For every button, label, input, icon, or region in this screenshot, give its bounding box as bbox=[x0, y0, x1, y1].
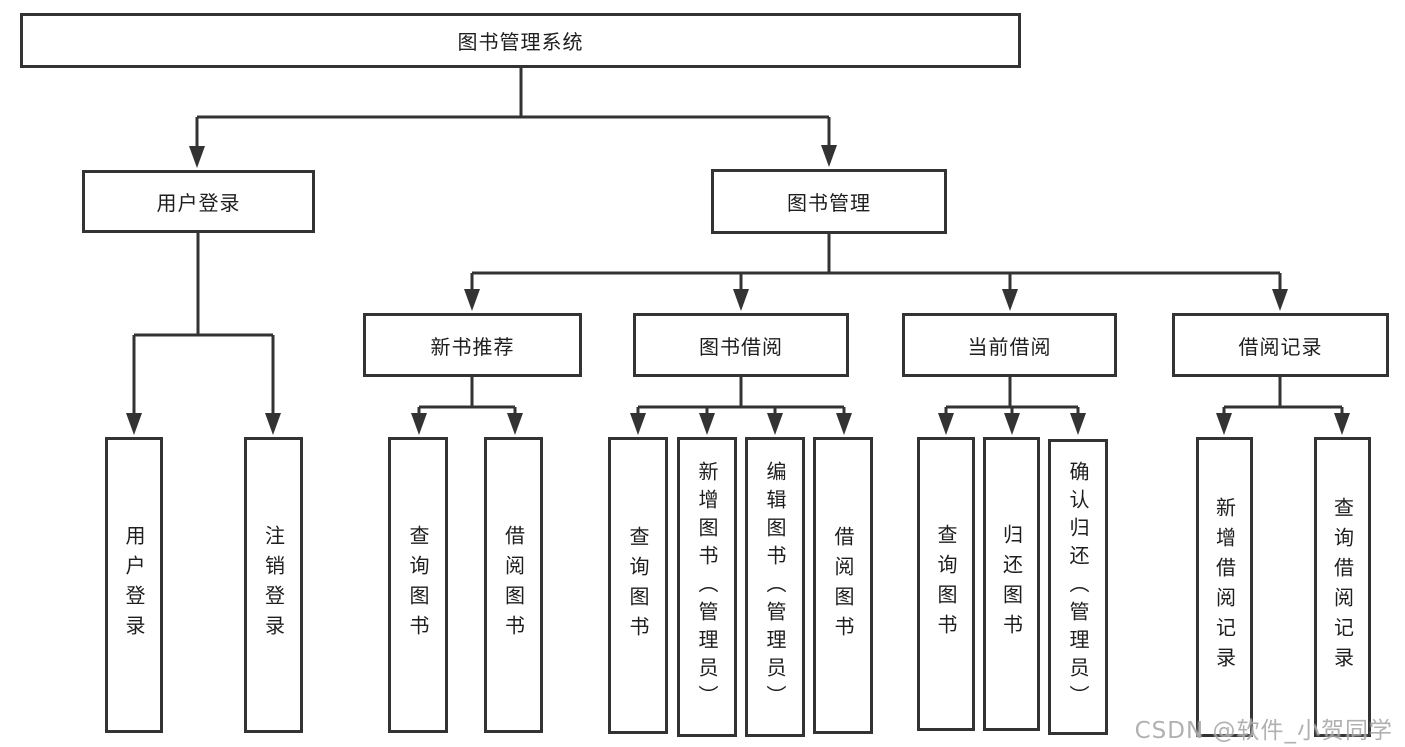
node-current-borrow: 当前借阅 bbox=[902, 313, 1117, 377]
leaf-label: 借阅图书 bbox=[831, 525, 855, 646]
node-borrow-record: 借阅记录 bbox=[1172, 313, 1389, 377]
leaf-label: 查询图书 bbox=[626, 525, 650, 646]
node-new-book-recommend: 新书推荐 bbox=[363, 313, 582, 377]
leaf-query-borrow-record: 查询借阅记录 bbox=[1314, 437, 1371, 737]
node-user-login: 用户登录 bbox=[82, 170, 315, 233]
leaf-borrow-book-a: 借阅图书 bbox=[484, 437, 543, 733]
node-root: 图书管理系统 bbox=[20, 13, 1021, 68]
csdn-watermark: CSDN @软件_小贺同学 bbox=[1134, 718, 1393, 744]
leaf-label: 归还图书 bbox=[999, 524, 1024, 644]
leaf-add-borrow-record: 新增借阅记录 bbox=[1196, 437, 1253, 737]
leaf-logout: 注销登录 bbox=[244, 437, 303, 733]
leaf-label: 新增图书（管理员） bbox=[695, 461, 719, 713]
leaf-label: 用户登录 bbox=[122, 525, 146, 645]
leaf-label: 查询图书 bbox=[406, 525, 430, 645]
leaf-confirm-return-admin: 确认归还（管理员） bbox=[1048, 439, 1108, 735]
leaf-label: 新增借阅记录 bbox=[1212, 497, 1237, 677]
leaf-label: 编辑图书（管理员） bbox=[763, 461, 787, 713]
leaf-query-book-b: 查询图书 bbox=[608, 437, 668, 734]
leaf-label: 注销登录 bbox=[261, 525, 286, 645]
leaf-return-book: 归还图书 bbox=[983, 437, 1040, 731]
leaf-edit-book-admin: 编辑图书（管理员） bbox=[745, 437, 805, 737]
leaf-query-book-c: 查询图书 bbox=[917, 437, 975, 731]
leaf-borrow-book-b: 借阅图书 bbox=[813, 437, 873, 734]
leaf-label: 借阅图书 bbox=[501, 525, 526, 645]
node-book-borrow: 图书借阅 bbox=[633, 313, 849, 377]
leaf-query-book-a: 查询图书 bbox=[388, 437, 448, 733]
leaf-label: 确认归还（管理员） bbox=[1066, 461, 1090, 713]
leaf-add-book-admin: 新增图书（管理员） bbox=[677, 437, 737, 737]
leaf-label: 查询借阅记录 bbox=[1330, 497, 1355, 677]
leaf-user-login: 用户登录 bbox=[105, 437, 163, 733]
leaf-label: 查询图书 bbox=[934, 524, 958, 644]
node-book-management: 图书管理 bbox=[711, 169, 947, 234]
